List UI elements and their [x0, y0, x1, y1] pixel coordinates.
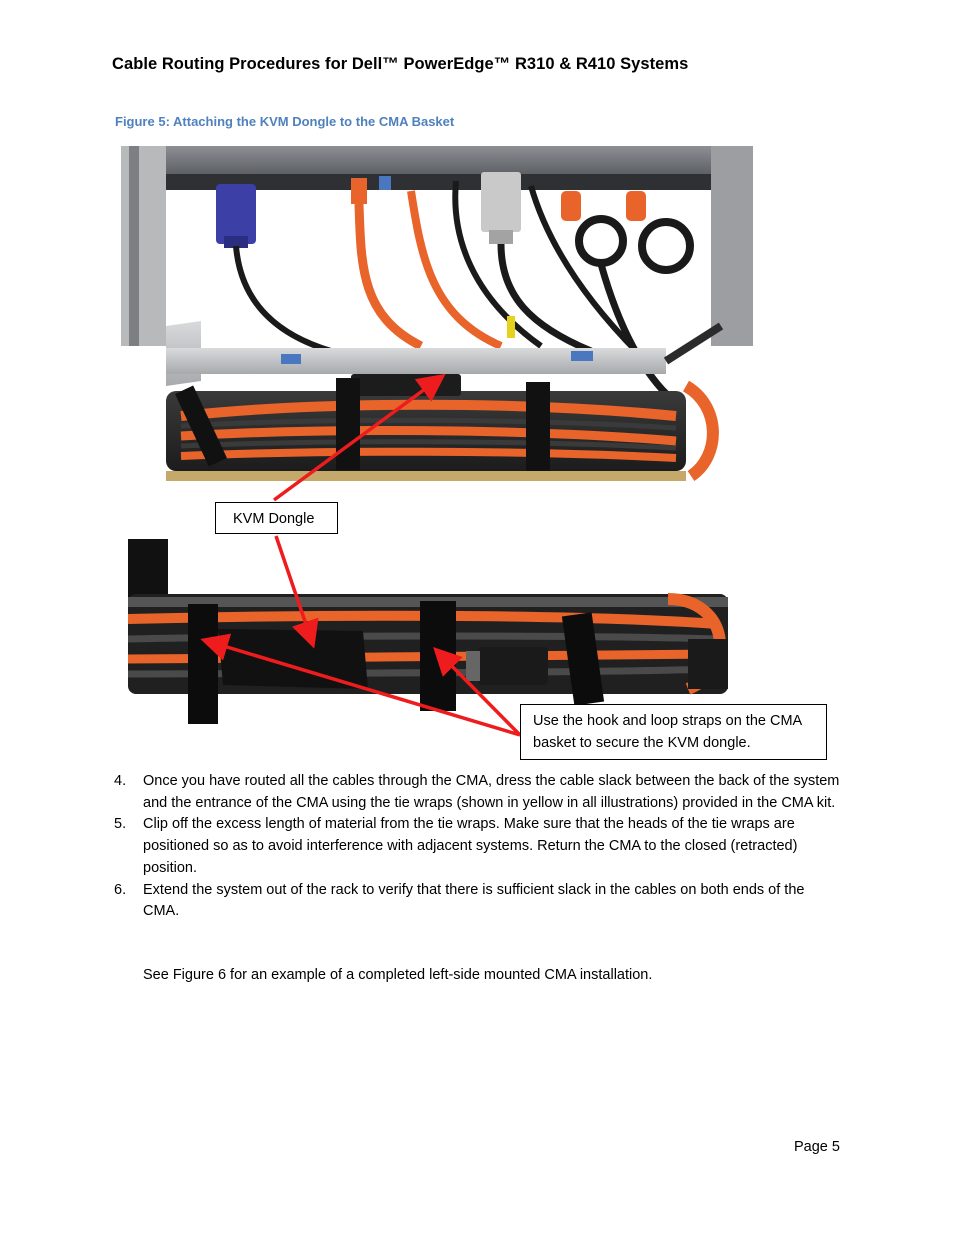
step-number: 4.	[114, 773, 127, 789]
step-text: Clip off the excess length of material f…	[143, 816, 798, 876]
page-number: Page 5	[794, 1139, 840, 1155]
straps-callout: Use the hook and loop straps on the CMA …	[520, 704, 827, 760]
list-item: 6. Extend the system out of the rack to …	[114, 880, 844, 923]
step-text: Once you have routed all the cables thro…	[143, 773, 840, 811]
see-figure-note: See Figure 6 for an example of a complet…	[143, 967, 653, 983]
kvm-dongle-callout: KVM Dongle	[215, 502, 338, 534]
cma-rear-photo	[121, 146, 753, 518]
step-number: 6.	[114, 881, 127, 898]
figure-caption: Figure 5: Attaching the KVM Dongle to th…	[115, 114, 455, 129]
list-item: 4. Once you have routed all the cables t…	[114, 771, 844, 814]
list-item: 5. Clip off the excess length of materia…	[114, 814, 844, 879]
document-header: Cable Routing Procedures for Dell™ Power…	[112, 55, 689, 73]
procedure-steps: 4. Once you have routed all the cables t…	[114, 771, 844, 923]
step-number: 5.	[114, 816, 127, 833]
step-text: Extend the system out of the rack to ver…	[143, 881, 805, 920]
